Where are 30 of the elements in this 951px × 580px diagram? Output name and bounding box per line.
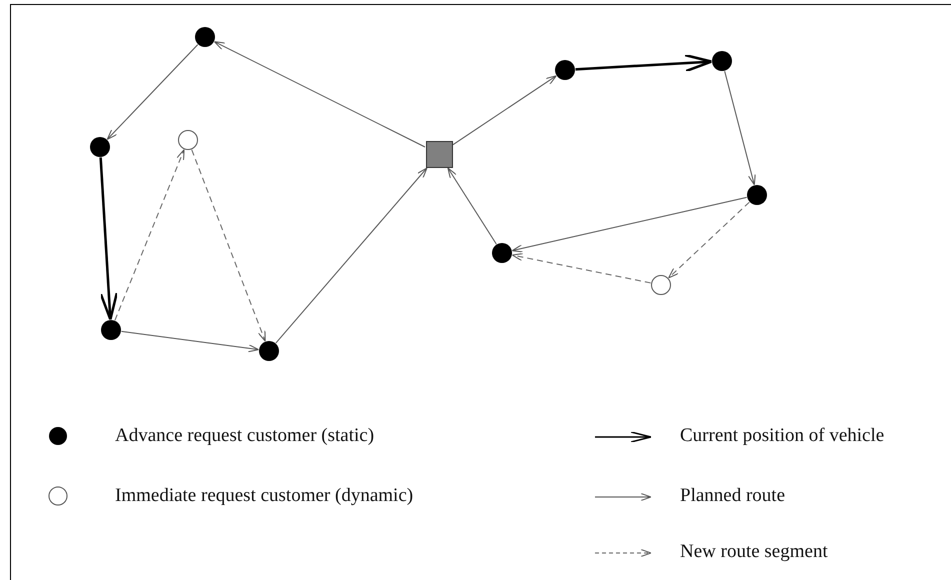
customer-dot <box>90 137 110 157</box>
customer-dot <box>712 51 732 71</box>
legend-label: New route segment <box>680 541 828 563</box>
route-arrow <box>452 75 557 146</box>
legend-label: Advance request customer (static) <box>115 425 374 447</box>
route-arrow <box>447 168 497 245</box>
customer-circle <box>651 275 671 295</box>
route-arrow <box>120 330 260 352</box>
new-route-arrow <box>191 149 266 342</box>
customer-circle <box>178 130 198 150</box>
route-arrow <box>512 196 748 252</box>
depot-square <box>426 140 452 168</box>
customer-dot <box>492 243 512 263</box>
route-arrow <box>106 44 198 140</box>
legend-label: Planned route <box>680 485 786 507</box>
route-arrow <box>214 41 426 148</box>
route-arrow <box>724 70 756 186</box>
customer-dot <box>259 341 279 361</box>
customer-dot <box>747 185 767 205</box>
customer-dot <box>195 27 215 47</box>
new-route-arrow <box>114 149 185 321</box>
customer-dot <box>555 60 575 80</box>
customer-dot <box>101 320 121 340</box>
legend-label: Current position of vehicle <box>680 425 884 447</box>
route-arrow <box>275 168 428 344</box>
vehicle-position-arrow <box>99 157 118 321</box>
legend-label: Immediate request customer (dynamic) <box>115 485 414 507</box>
vehicle-position-arrow <box>575 54 713 72</box>
new-route-arrow <box>512 253 652 284</box>
new-route-arrow <box>668 202 750 278</box>
